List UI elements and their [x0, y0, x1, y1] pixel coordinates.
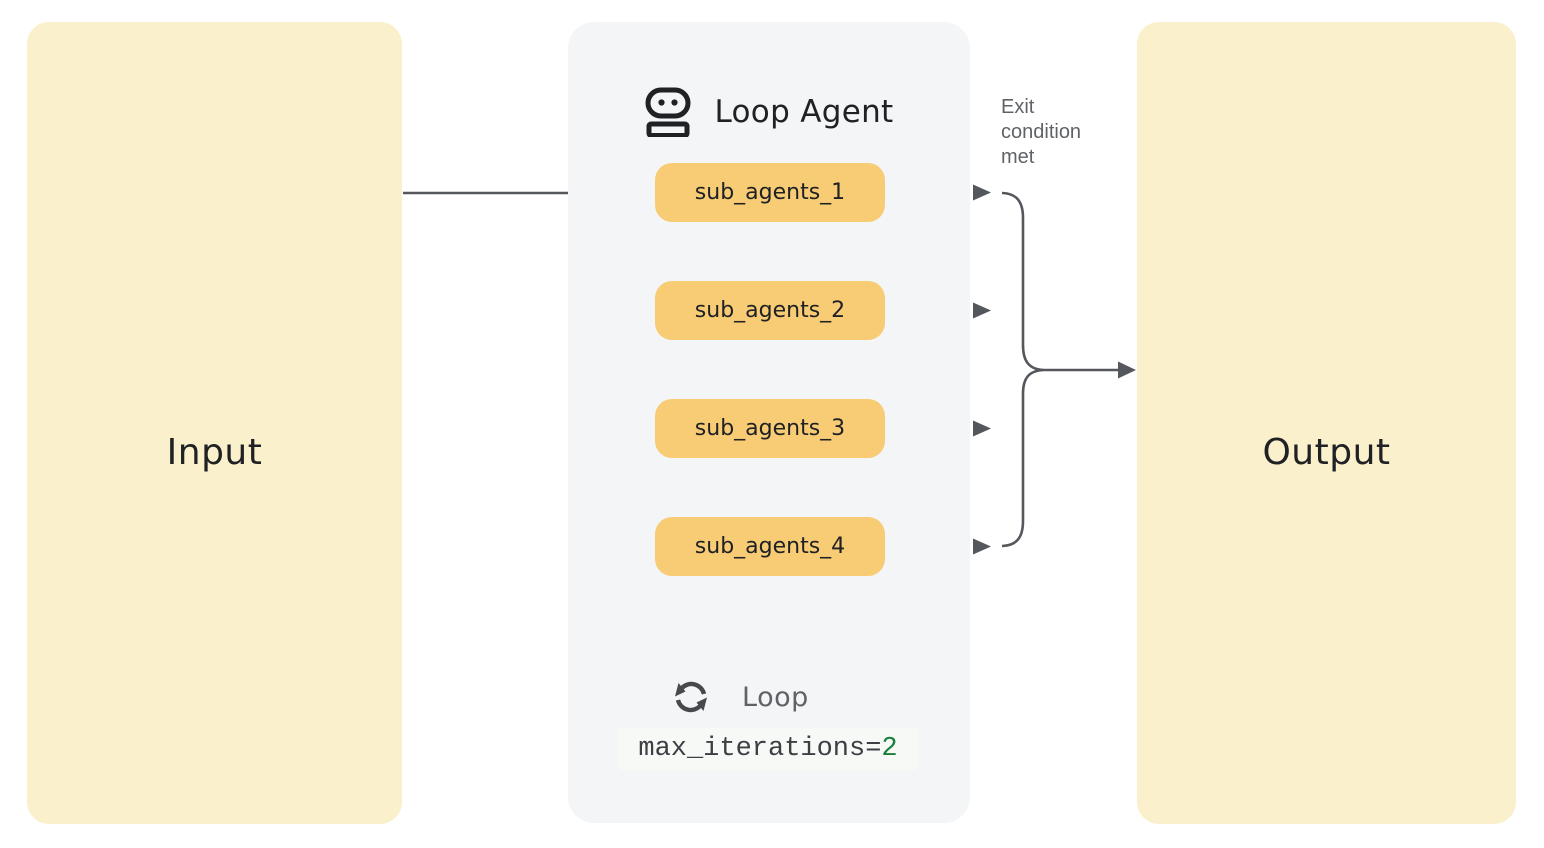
exit-arrowhead-2	[973, 302, 991, 319]
sub-agent-node-2: sub_agents_2	[655, 281, 885, 340]
loop-icon	[670, 676, 712, 718]
loop-agent-panel: Loop Agent sub_agents_1 sub_agents_2 sub…	[568, 22, 970, 823]
loop-label: Loop	[742, 682, 809, 713]
loop-agent-title: Loop Agent	[714, 94, 894, 130]
exit-condition-label: Exit condition met	[1001, 96, 1082, 168]
exit-arrowhead-4	[973, 538, 991, 555]
sub-agent-node-3: sub_agents_3	[655, 399, 885, 458]
output-arrowhead	[1118, 361, 1136, 379]
sub-agent-label-4: sub_agents_4	[694, 534, 846, 559]
output-label: Output	[1262, 431, 1391, 473]
max-iterations-prefix: max_iterations=	[638, 734, 882, 764]
robot-icon	[645, 87, 691, 137]
exit-brace-top	[1001, 191, 1044, 372]
sub-agent-label-3: sub_agents_3	[694, 416, 846, 441]
max-iterations-value: 2	[881, 734, 898, 764]
output-node: Output	[1137, 22, 1516, 824]
input-node: Input	[27, 22, 402, 824]
exit-arrowhead-3	[973, 420, 991, 437]
input-label: Input	[166, 431, 263, 473]
sub-agent-node-1: sub_agents_1	[655, 163, 885, 222]
exit-arrowhead-1	[973, 184, 991, 201]
loop-agent-header: Loop Agent	[568, 86, 970, 138]
sub-agent-node-4: sub_agents_4	[655, 517, 885, 576]
sub-agent-label-2: sub_agents_2	[694, 298, 846, 323]
max-iterations-code: max_iterations=2	[618, 728, 918, 770]
sub-agent-label-1: sub_agents_1	[694, 180, 846, 205]
exit-brace-bottom	[1001, 368, 1044, 548]
